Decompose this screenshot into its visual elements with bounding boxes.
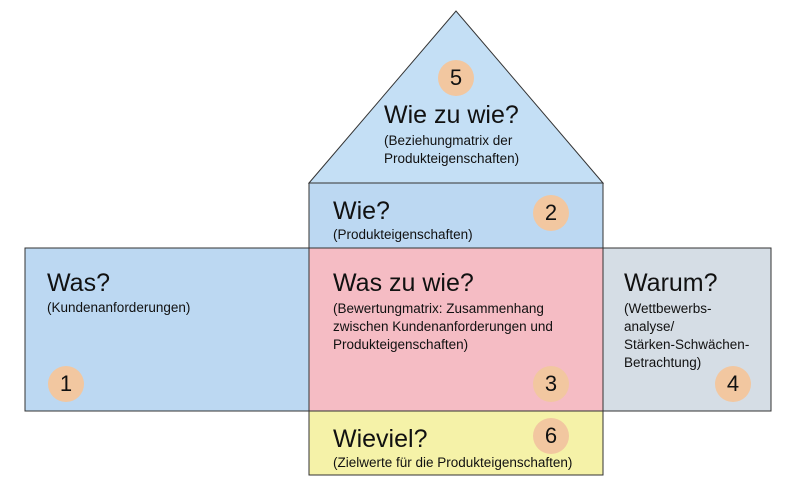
- warum-label: Warum? (Wettbewerbs- analyse/ Stärken-Sc…: [624, 268, 749, 372]
- warum-subtitle-line: (Wettbewerbs-: [624, 301, 712, 316]
- roof-title: Wie zu wie?: [384, 101, 519, 129]
- wieviel-label: Wieviel? (Zielwerte für die Produkteigen…: [333, 424, 572, 472]
- was-zu-wie-subtitle-line: (Bewertungmatrix: Zusammenhang: [333, 301, 544, 316]
- wie-number-badge: 2: [533, 195, 569, 231]
- was-title: Was?: [47, 269, 110, 297]
- roof-subtitle-line: Produkteigenschaften): [384, 151, 520, 166]
- was-label: Was? (Kundenanforderungen): [47, 268, 190, 317]
- wieviel-subtitle: (Zielwerte für die Produkteigenschaften): [333, 455, 573, 470]
- warum-subtitle-line: Stärken-Schwächen-: [624, 337, 750, 352]
- was-subtitle: (Kundenanforderungen): [47, 300, 191, 315]
- warum-title: Warum?: [624, 269, 718, 297]
- warum-subtitle-line: Betrachtung): [624, 355, 702, 370]
- wie-label: Wie? (Produkteigenschaften): [333, 196, 473, 244]
- warum-subtitle: (Wettbewerbs- analyse/ Stärken-Schwächen…: [624, 300, 749, 372]
- roof-label: Wie zu wie? (Beziehungmatrix der Produkt…: [384, 100, 519, 168]
- was-zu-wie-subtitle-line: Produkteigenschaften): [333, 337, 469, 352]
- wieviel-number-badge: 6: [533, 418, 569, 454]
- was-zu-wie-label: Was zu wie? (Bewertungmatrix: Zusammenha…: [333, 268, 553, 354]
- roof-subtitle: (Beziehungmatrix der Produkteigenschafte…: [384, 132, 519, 168]
- warum-number-badge: 4: [715, 366, 751, 402]
- wie-subtitle: (Produkteigenschaften): [333, 227, 473, 242]
- roof-number-badge: 5: [438, 60, 474, 96]
- was-zu-wie-subtitle: (Bewertungmatrix: Zusammenhang zwischen …: [333, 300, 553, 354]
- wie-title: Wie?: [333, 197, 390, 225]
- was-number-badge: 1: [48, 366, 84, 402]
- roof-subtitle-line: (Beziehungmatrix der: [384, 133, 513, 148]
- warum-subtitle-line: analyse/: [624, 319, 675, 334]
- was-zu-wie-number-badge: 3: [533, 366, 569, 402]
- wieviel-title: Wieviel?: [333, 425, 428, 453]
- was-zu-wie-title: Was zu wie?: [333, 269, 474, 297]
- was-zu-wie-subtitle-line: zwischen Kundenanforderungen und: [333, 319, 553, 334]
